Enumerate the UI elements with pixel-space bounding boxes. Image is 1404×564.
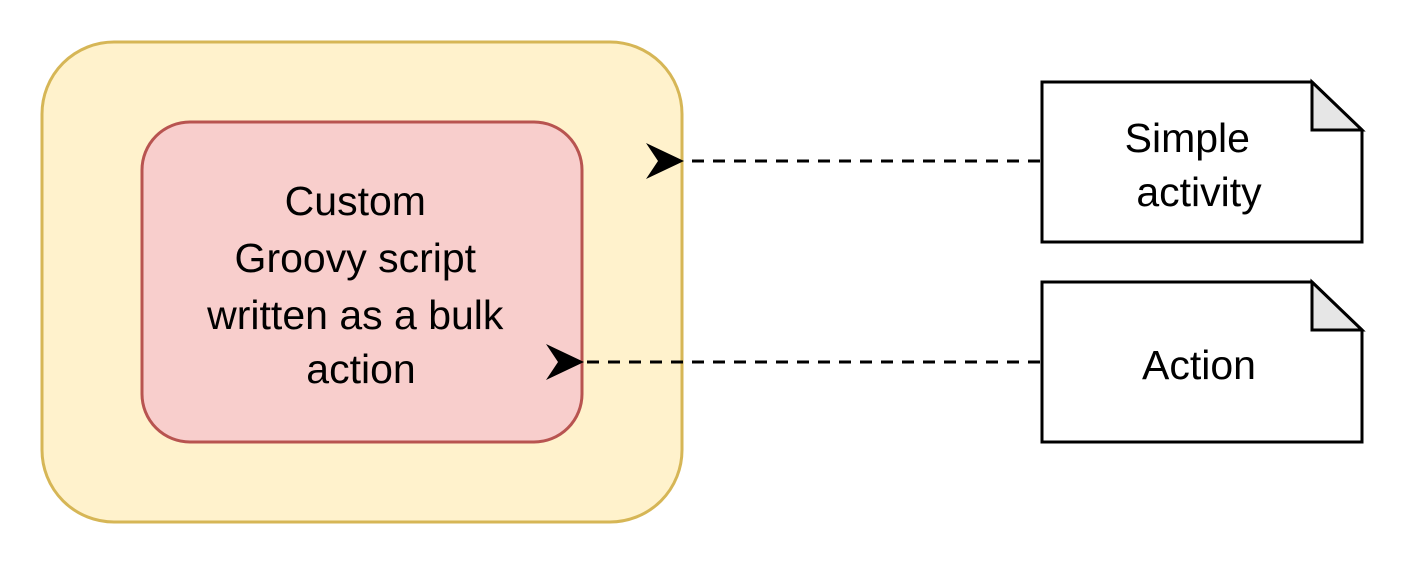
inner-script-label-line: action bbox=[306, 346, 415, 392]
inner-script-label-line: written as a bulk bbox=[206, 292, 504, 338]
action-note-fold bbox=[1310, 278, 1366, 332]
simple-activity-note-label: Simple activity bbox=[1125, 115, 1263, 215]
inner-script-label-line: Groovy script bbox=[235, 235, 477, 281]
simple-activity-note[interactable]: Simple activity bbox=[1040, 78, 1366, 244]
simple-activity-note-fold bbox=[1310, 78, 1366, 132]
action-note[interactable]: Action bbox=[1040, 278, 1366, 444]
inner-script-box[interactable] bbox=[140, 120, 584, 444]
action-note-label: Action bbox=[1142, 342, 1256, 388]
simple-activity-note-body bbox=[1040, 80, 1364, 244]
inner-script-label-line: Custom bbox=[285, 178, 426, 224]
simple-activity-note-label-line: Simple bbox=[1125, 115, 1250, 161]
inner-script-label: Custom Groovy script written as a bulk a… bbox=[206, 178, 515, 392]
action-note-body bbox=[1040, 280, 1364, 444]
action-note-label-line: Action bbox=[1142, 342, 1256, 388]
simple-activity-note-label-line: activity bbox=[1136, 169, 1262, 215]
